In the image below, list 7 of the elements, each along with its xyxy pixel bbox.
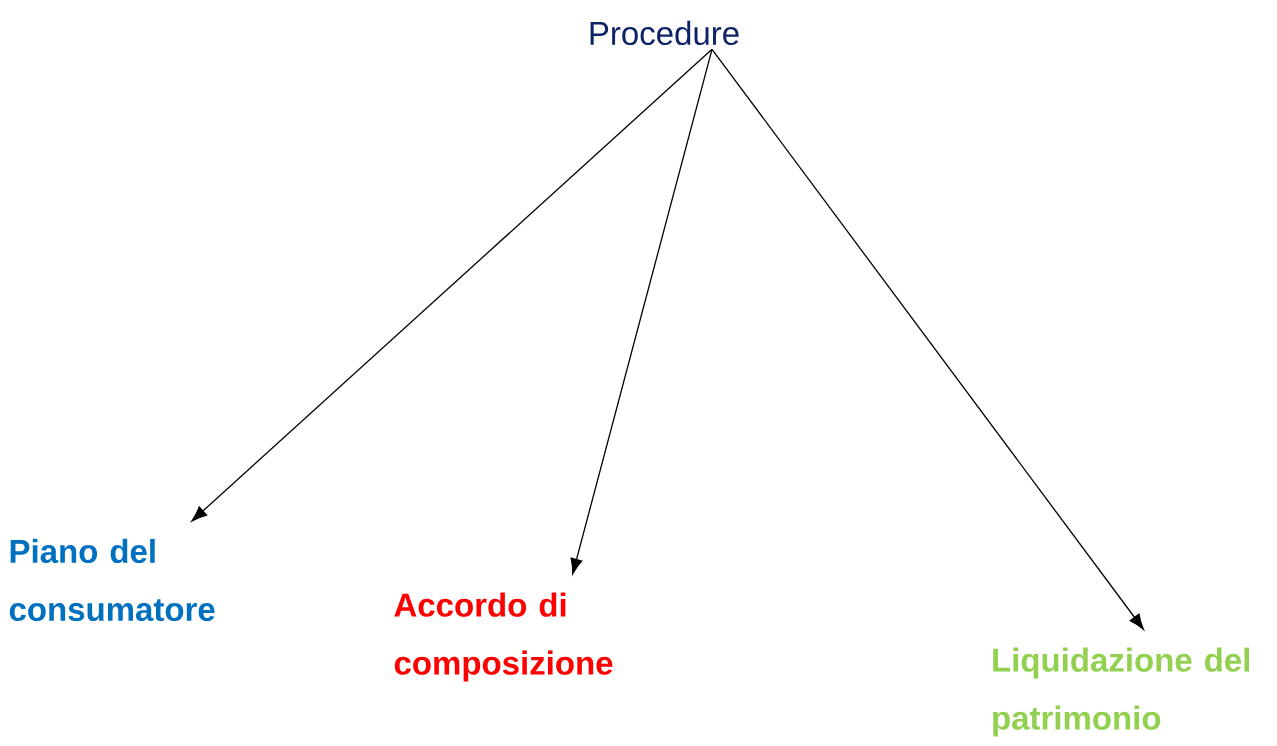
arrow <box>191 48 713 522</box>
category-label: Accordo di composizione <box>394 592 613 682</box>
heading-text: Procedure <box>590 20 739 46</box>
arrow <box>570 48 713 575</box>
category-label: Liquidazione del patrimonio <box>993 647 1250 737</box>
arrow <box>711 48 1144 630</box>
category-label: Piano del consumatore <box>9 538 215 622</box>
